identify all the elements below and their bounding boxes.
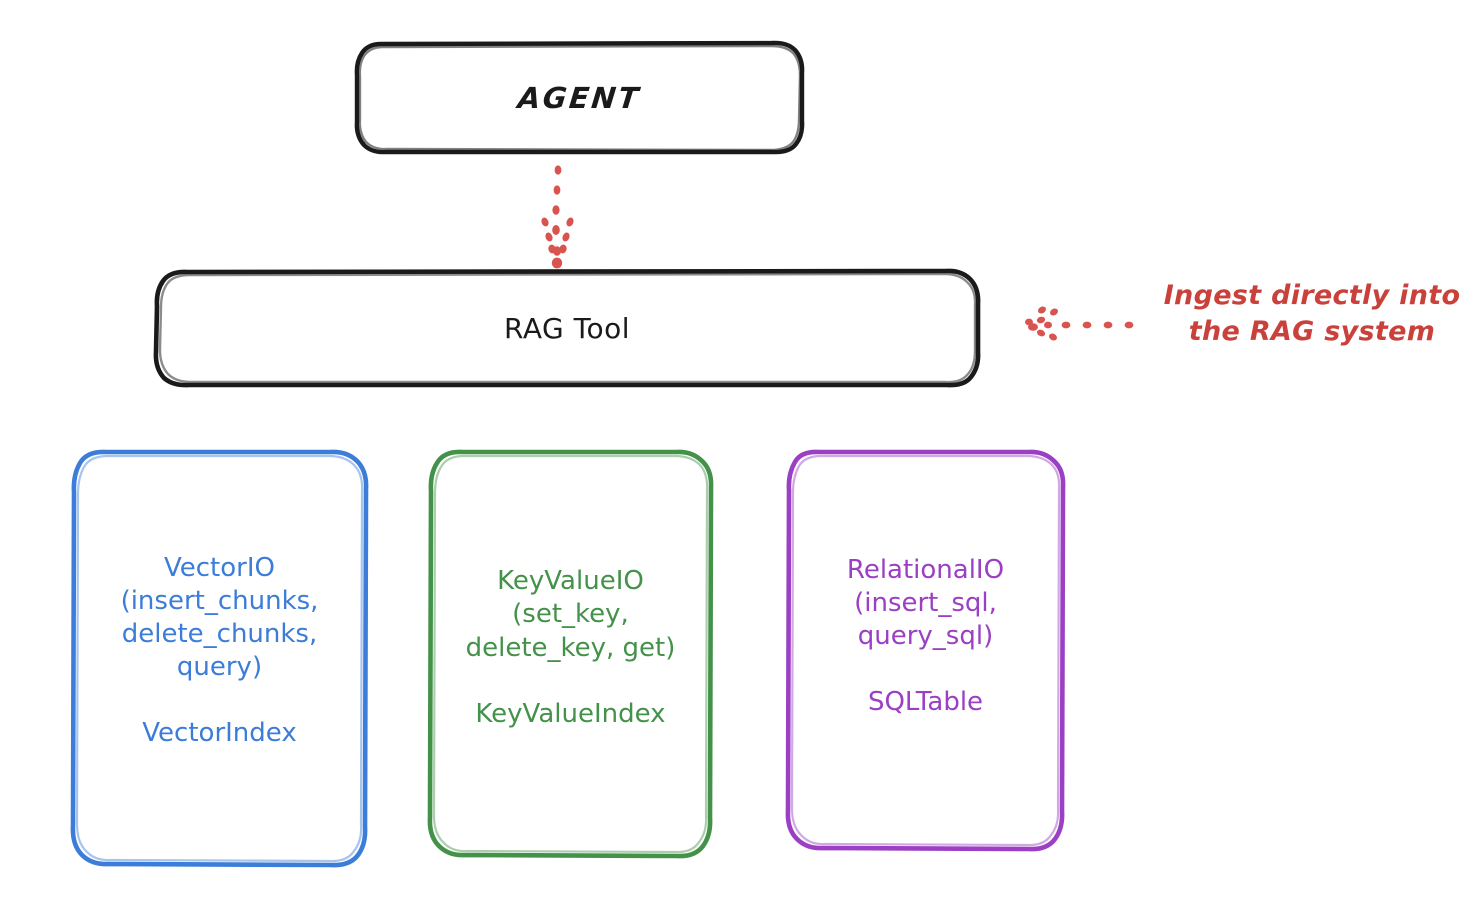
rag-tool-label: RAG Tool <box>504 311 630 345</box>
ingest-annotation-text: Ingest directly into the RAG system <box>1163 280 1461 347</box>
relational-io-title: RelationalIO (insert_sql, query_sql) <box>846 554 1005 651</box>
key-value-io-node[interactable]: KeyValueIO (set_key, delete_key, get) Ke… <box>430 450 711 856</box>
ingest-note-arrow <box>1025 306 1134 341</box>
key-value-io-subtitle: KeyValueIndex <box>475 698 666 729</box>
vector-io-box-outline <box>70 449 369 868</box>
agent-node[interactable]: AGENT <box>355 42 803 153</box>
vector-io-node[interactable]: VectorIO (insert_chunks, delete_chunks, … <box>73 450 366 866</box>
agent-to-rag-tool-arrow <box>541 165 574 269</box>
vector-io-title: VectorIO (insert_chunks, delete_chunks, … <box>120 552 319 683</box>
agent-label: AGENT <box>515 80 643 115</box>
vector-io-subtitle: VectorIndex <box>142 718 297 749</box>
rag-tool-box-outline <box>153 268 981 388</box>
relational-io-subtitle: SQLTable <box>867 687 984 718</box>
agent-box-outline <box>354 40 805 155</box>
key-value-io-title: KeyValueIO (set_key, delete_key, get) <box>465 566 676 663</box>
rag-tool-node[interactable]: RAG Tool <box>155 270 979 386</box>
relational-io-box-outline <box>785 449 1066 852</box>
relational-io-node[interactable]: RelationalIO (insert_sql, query_sql) SQL… <box>788 450 1063 849</box>
key-value-io-box-outline <box>427 449 714 859</box>
